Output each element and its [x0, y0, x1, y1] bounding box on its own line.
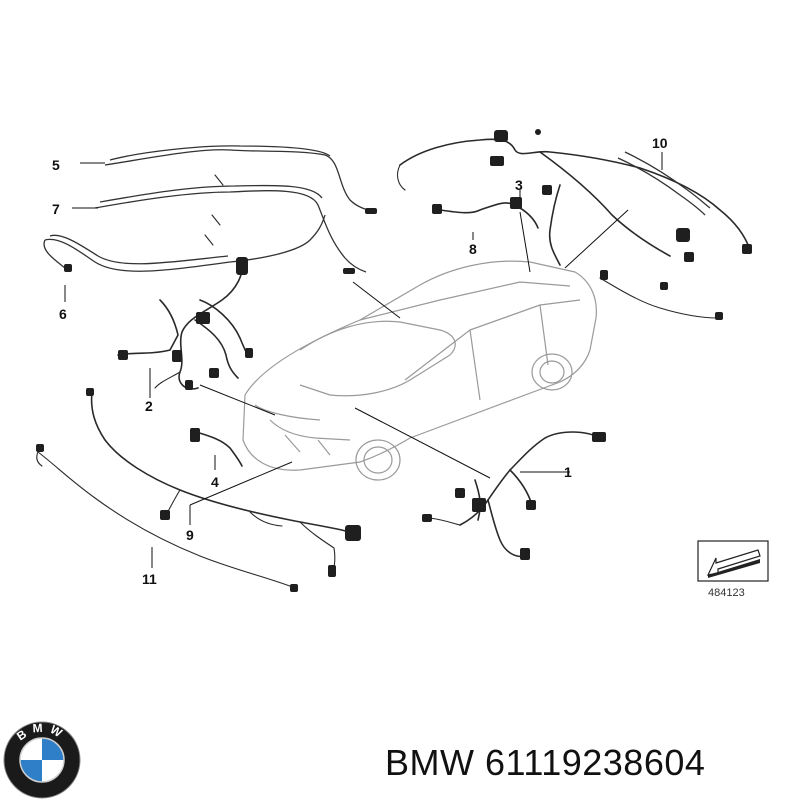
callout-1: 1	[564, 464, 572, 480]
leader-lines	[64, 152, 663, 568]
harness-3-8-10	[396, 129, 752, 320]
callout-11: 11	[142, 571, 157, 587]
callout-7: 7	[52, 201, 60, 217]
part-label: BMW 61119238604	[385, 742, 705, 784]
reference-number: 484123	[708, 587, 745, 599]
callouts: 1 2 3 4 5 6 7 8 9 10 11	[52, 135, 668, 587]
harness-9	[86, 388, 361, 577]
brand-name: BMW	[385, 742, 475, 783]
callout-10: 10	[652, 135, 668, 151]
callout-8: 8	[469, 241, 477, 257]
callout-2: 2	[145, 398, 153, 414]
callout-6: 6	[59, 306, 67, 322]
part-number: 61119238604	[485, 742, 706, 783]
callout-4: 4	[211, 474, 219, 490]
harness-1	[422, 431, 606, 560]
bmw-logo: BMW	[3, 721, 81, 799]
harness-2	[117, 257, 253, 390]
harness-11	[36, 444, 298, 592]
reference-box: 484123	[697, 540, 769, 599]
harness-4	[190, 428, 243, 467]
callout-3: 3	[515, 177, 523, 193]
washer-tubes	[43, 145, 377, 274]
callout-5: 5	[52, 157, 60, 173]
callout-9: 9	[186, 527, 194, 543]
car-outline	[242, 260, 597, 481]
